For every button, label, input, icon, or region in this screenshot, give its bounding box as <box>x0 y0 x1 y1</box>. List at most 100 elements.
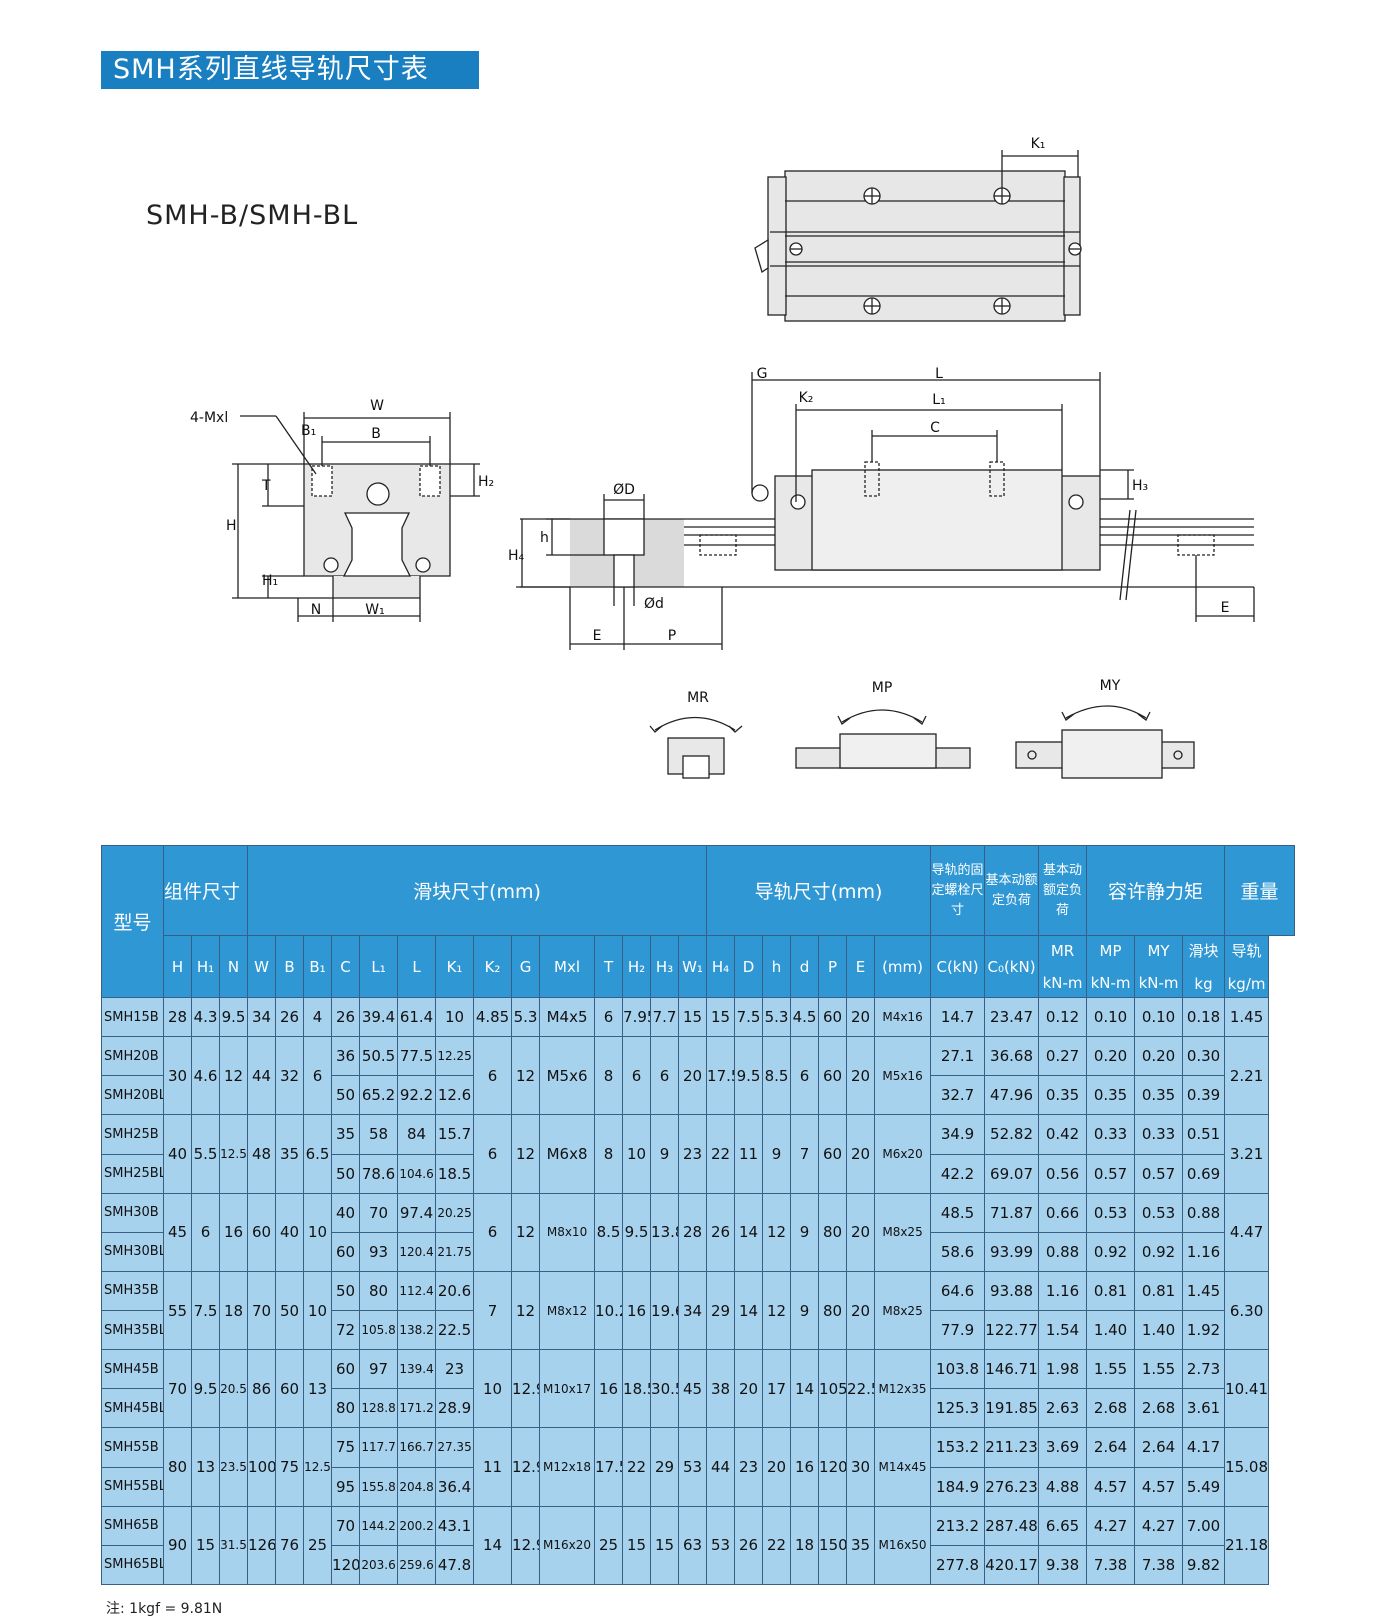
table-cell: 138.2 <box>397 1309 437 1351</box>
label-p: P <box>668 628 676 644</box>
table-cell: 26 <box>706 1192 736 1272</box>
table-cell: 9.38 <box>1038 1544 1088 1586</box>
col-header: B₁ <box>303 935 333 998</box>
model-cell: SMH20BL <box>101 1075 164 1116</box>
table-cell: 36.4 <box>435 1466 475 1507</box>
table-cell: 17.5 <box>706 1036 736 1116</box>
table-cell: 29 <box>650 1427 680 1507</box>
table-cell: 47.8 <box>435 1544 475 1586</box>
col-header: N <box>218 935 249 998</box>
table-cell: 6.5 <box>303 1114 333 1194</box>
table-cell: 7.38 <box>1086 1544 1136 1586</box>
model-cell: SMH35BL <box>101 1309 164 1351</box>
table-cell: 40 <box>331 1192 361 1233</box>
table-cell: 38 <box>706 1349 736 1429</box>
table-cell: 126 <box>247 1505 277 1586</box>
table-cell: 13 <box>191 1427 220 1507</box>
table-cell: 25 <box>303 1505 333 1586</box>
table-cell: 7 <box>473 1270 513 1351</box>
table-cell: 5.3 <box>511 996 541 1038</box>
table-cell: 15 <box>678 996 708 1038</box>
label-e-right: E <box>1221 600 1230 616</box>
table-cell: 17 <box>762 1349 792 1429</box>
table-cell: 2.64 <box>1134 1427 1184 1468</box>
table-cell: 8 <box>594 1036 624 1116</box>
col-header: h <box>762 935 792 998</box>
table-cell: M8x25 <box>874 1192 932 1272</box>
table-cell: 191.85 <box>984 1388 1040 1429</box>
table-cell: 70 <box>247 1270 277 1351</box>
table-cell: 80 <box>331 1388 361 1429</box>
label-g: G <box>757 366 768 382</box>
table-cell: 420.17 <box>984 1544 1040 1586</box>
table-cell: 22 <box>622 1427 652 1507</box>
label-k1: K₁ <box>1031 136 1046 152</box>
table-cell: 64.6 <box>930 1270 986 1312</box>
table-cell: 9.5 <box>191 1349 220 1429</box>
moment-mp-icon <box>795 709 971 769</box>
label-l1: L₁ <box>932 392 945 408</box>
label-b1: B₁ <box>301 423 316 439</box>
table-cell: 86 <box>247 1349 277 1429</box>
table-cell: 9 <box>790 1192 820 1272</box>
table-cell: 117.7 <box>359 1427 399 1468</box>
table-cell: 23 <box>435 1349 475 1390</box>
header-bolt: 导轨的固定螺栓尺寸 <box>930 845 986 936</box>
table-cell: 277.8 <box>930 1544 986 1586</box>
label-od: ØD <box>613 482 635 498</box>
table-cell: 4.47 <box>1224 1192 1270 1272</box>
table-cell: 1.54 <box>1038 1309 1088 1351</box>
table-cell: 16 <box>218 1192 249 1272</box>
table-cell: 7.00 <box>1182 1505 1226 1546</box>
table-cell: 0.18 <box>1182 996 1226 1038</box>
header-static-load: 基本动额定负荷 <box>1038 845 1088 936</box>
table-cell: 1.92 <box>1182 1309 1226 1351</box>
end-view-drawing <box>232 412 480 622</box>
col-header: H₁ <box>191 935 220 998</box>
table-cell: 12.9 <box>511 1505 541 1586</box>
table-cell: 0.57 <box>1134 1153 1184 1194</box>
table-cell: 26 <box>275 996 305 1038</box>
table-cell: 97.4 <box>397 1192 437 1233</box>
table-cell: 75 <box>331 1427 361 1468</box>
table-cell: 50 <box>275 1270 305 1351</box>
col-header: E <box>846 935 876 998</box>
table-cell: 48.5 <box>930 1192 986 1233</box>
table-cell: 18 <box>790 1505 820 1586</box>
table-cell: 60 <box>275 1349 305 1429</box>
table-cell: 27.1 <box>930 1036 986 1077</box>
table-cell: 44 <box>706 1427 736 1507</box>
table-cell: 9.5 <box>734 1036 764 1116</box>
table-cell: 43.1 <box>435 1505 475 1546</box>
table-cell: 60 <box>818 996 848 1038</box>
table-cell: 6 <box>594 996 624 1038</box>
table-cell: 9 <box>650 1114 680 1194</box>
table-cell: 5.3 <box>762 996 792 1038</box>
table-cell: 120 <box>331 1544 361 1586</box>
table-cell: 36.68 <box>984 1036 1040 1077</box>
table-cell: 34 <box>247 996 277 1038</box>
table-cell: 22.5 <box>846 1349 876 1429</box>
table-cell: 0.10 <box>1086 996 1136 1038</box>
table-cell: 120 <box>818 1427 848 1507</box>
model-cell: SMH45B <box>101 1349 164 1390</box>
table-cell: M12x35 <box>874 1349 932 1429</box>
table-cell: 93.99 <box>984 1231 1040 1272</box>
model-cell: SMH55B <box>101 1427 164 1468</box>
table-cell: M16x20 <box>539 1505 596 1586</box>
table-cell: 0.81 <box>1086 1270 1136 1312</box>
table-cell: 32 <box>275 1036 305 1116</box>
table-cell: 122.77 <box>984 1309 1040 1351</box>
table-cell: 0.27 <box>1038 1036 1088 1077</box>
table-cell: 16 <box>790 1427 820 1507</box>
table-cell: 125.3 <box>930 1388 986 1429</box>
table-cell: 60 <box>247 1192 277 1272</box>
table-cell: 61.4 <box>397 996 437 1038</box>
table-cell: 7 <box>790 1114 820 1194</box>
table-cell: M8x12 <box>539 1270 596 1351</box>
table-cell: 12 <box>762 1192 792 1272</box>
table-cell: 71.87 <box>984 1192 1040 1233</box>
table-cell: 0.35 <box>1134 1075 1184 1116</box>
